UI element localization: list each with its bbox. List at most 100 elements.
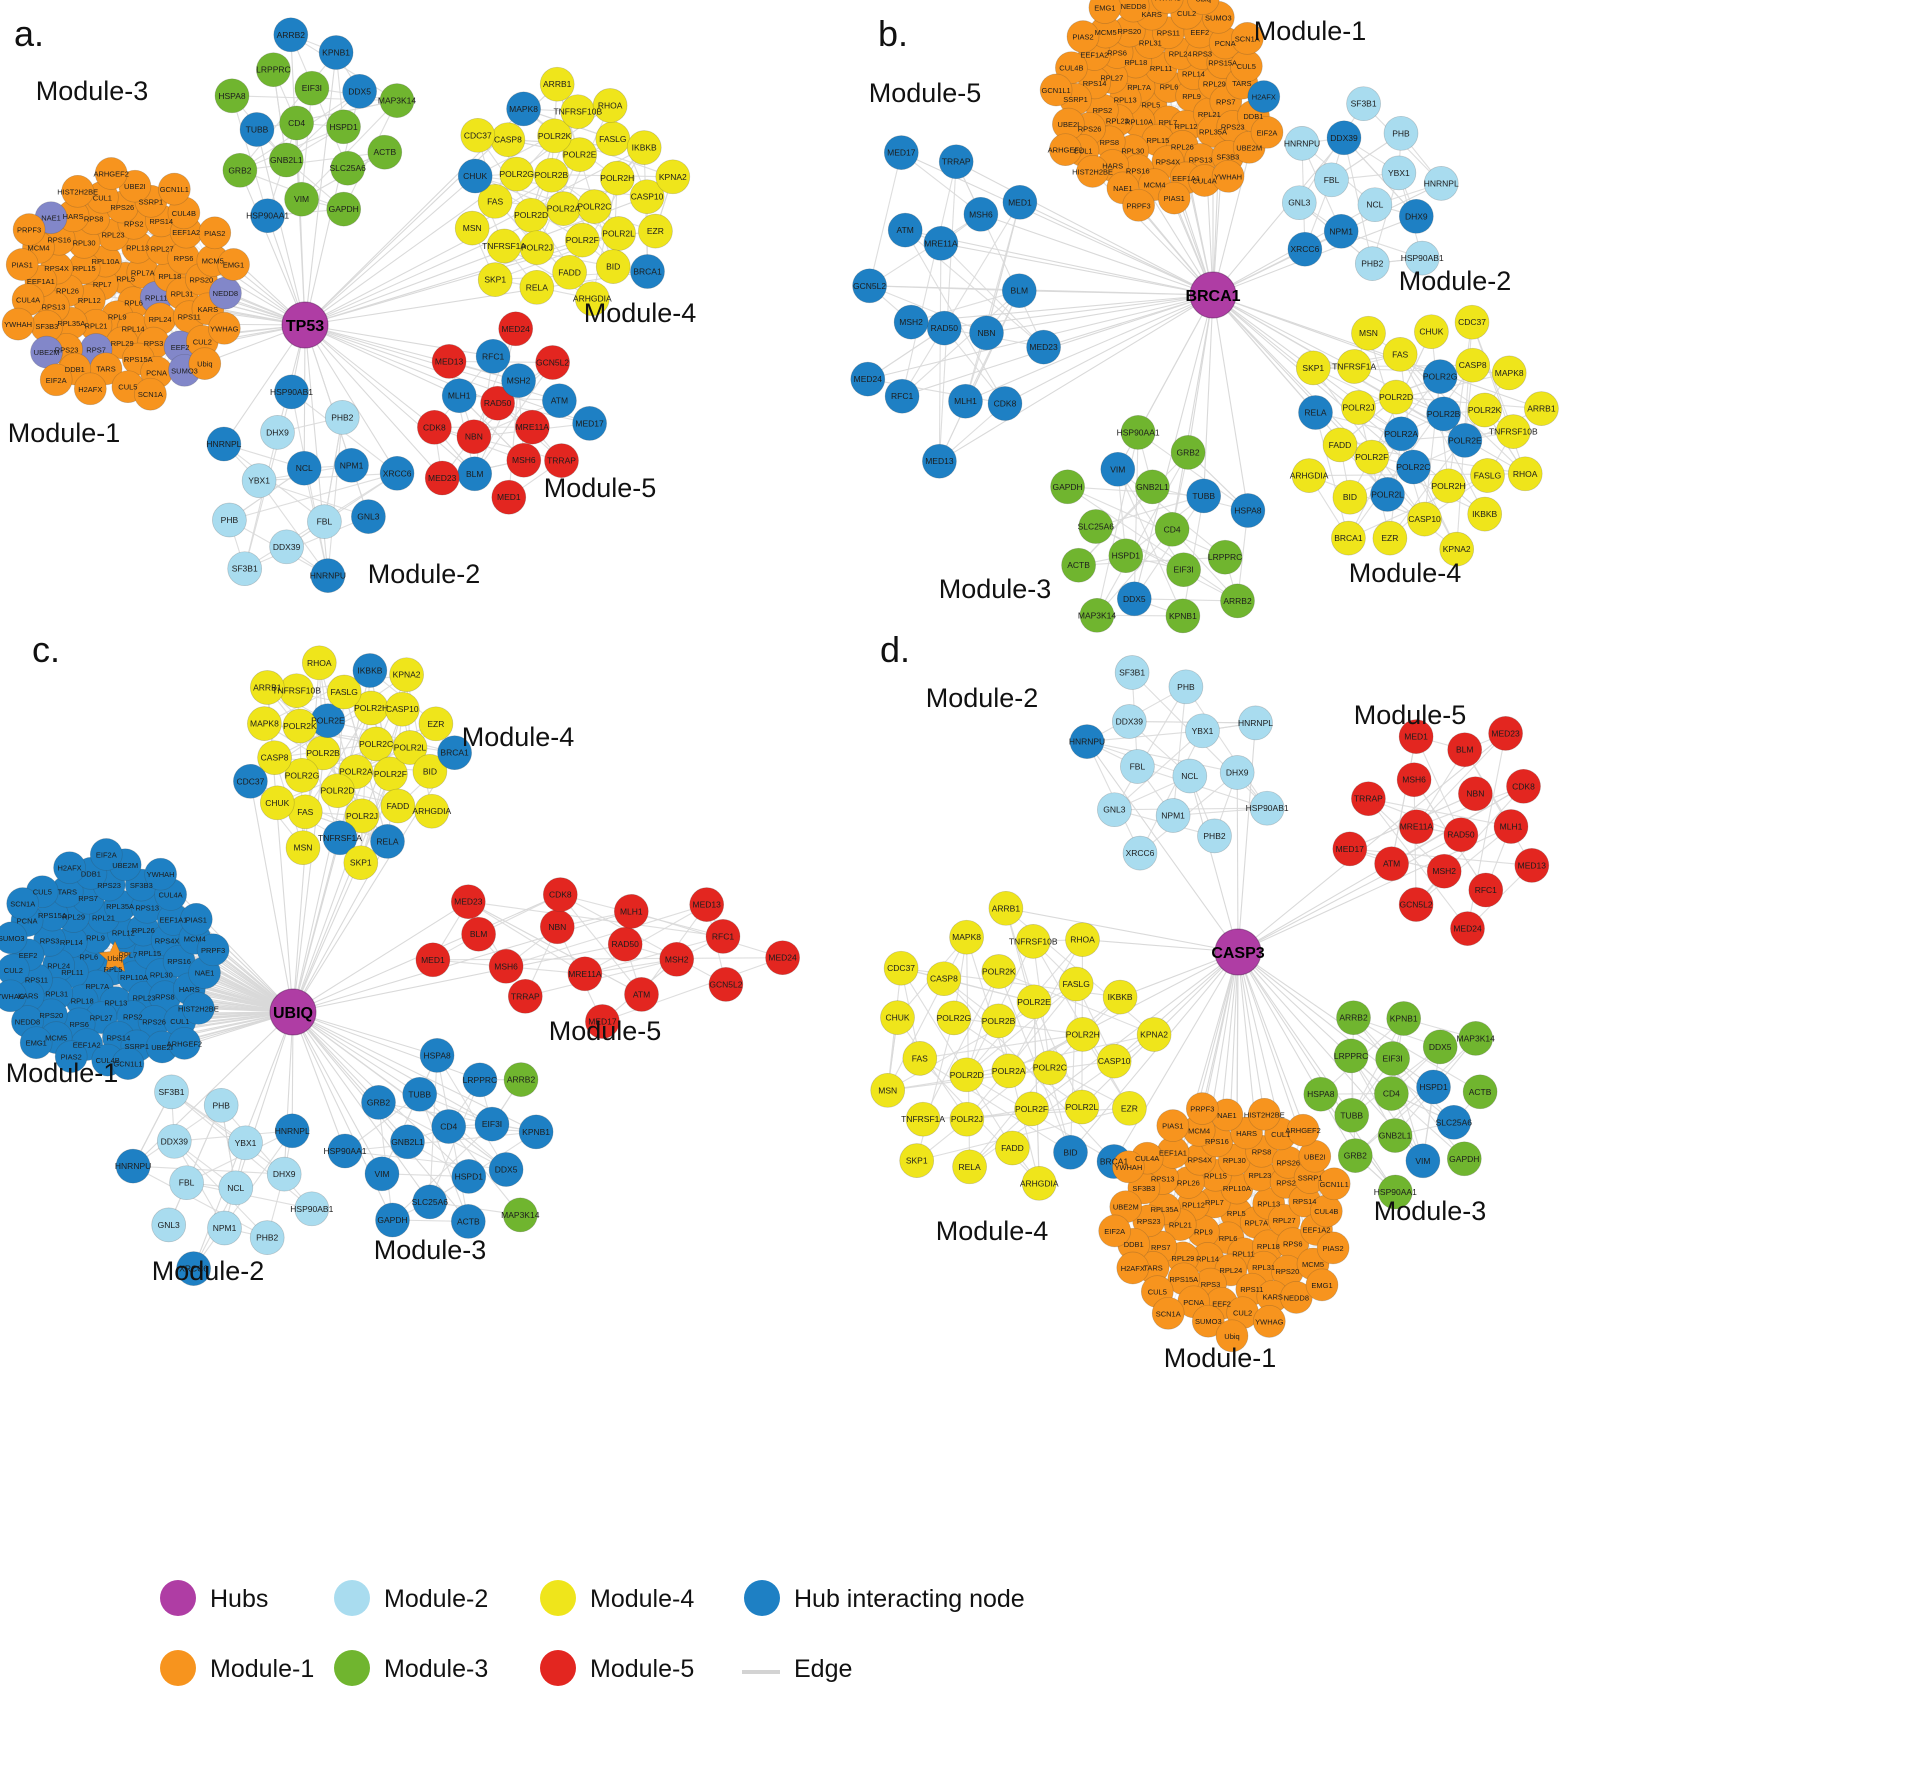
node-ARRB2[interactable] <box>273 17 309 53</box>
node-HSPA8[interactable] <box>1230 493 1266 528</box>
node-EIF2A[interactable] <box>1098 1214 1132 1248</box>
node-CASP10[interactable] <box>629 179 665 215</box>
node-ARHGEF2[interactable] <box>94 157 128 190</box>
node-EMG1[interactable] <box>1088 0 1122 24</box>
node-MSN[interactable] <box>870 1072 906 1108</box>
node-SF3B1[interactable] <box>1346 86 1381 122</box>
node-YWHAG[interactable] <box>207 311 241 345</box>
node-PRPF3[interactable] <box>1122 188 1155 222</box>
node-POLR2A[interactable] <box>991 1053 1027 1089</box>
node-CHUK[interactable] <box>259 785 295 821</box>
node-HSP90AA1[interactable] <box>250 198 285 234</box>
node-FAS[interactable] <box>902 1041 938 1076</box>
node-HSP90AA1[interactable] <box>1120 415 1156 450</box>
node-BLM[interactable] <box>1447 732 1483 768</box>
node-POLR2C[interactable] <box>577 189 612 224</box>
node-Ubiq[interactable] <box>1186 0 1220 16</box>
node-XRCC6[interactable] <box>379 455 415 491</box>
node-XRCC6[interactable] <box>1122 835 1158 871</box>
node-DHX9[interactable] <box>266 1156 302 1192</box>
node-ARHGEF2[interactable] <box>1286 1113 1320 1147</box>
node-ATM[interactable] <box>887 212 923 248</box>
node-EIF3I[interactable] <box>1375 1041 1410 1076</box>
node-RAD50[interactable] <box>926 310 962 346</box>
node-POLR2D[interactable] <box>320 773 355 809</box>
node-ARRB2[interactable] <box>1220 583 1255 619</box>
node-EIF3I[interactable] <box>1166 552 1201 588</box>
node-TUBB[interactable] <box>1186 478 1222 514</box>
node-LRPPRC[interactable] <box>1333 1038 1369 1074</box>
node-BLM[interactable] <box>461 916 496 952</box>
node-BID[interactable] <box>1332 479 1368 515</box>
node-POLR2G[interactable] <box>284 757 320 793</box>
node-RHOA[interactable] <box>592 88 628 123</box>
node-EMG1[interactable] <box>217 248 250 281</box>
node-NEDD8[interactable] <box>209 276 242 310</box>
node-ARRB2[interactable] <box>503 1062 539 1097</box>
node-CASP10[interactable] <box>384 691 420 727</box>
node-FADD[interactable] <box>380 788 416 824</box>
node-MAP3K14[interactable] <box>502 1197 538 1233</box>
node-POLR2K[interactable] <box>1467 392 1502 428</box>
node-GCN1L1[interactable] <box>1039 73 1073 107</box>
node-YWHAG[interactable] <box>1151 0 1184 15</box>
node-MSN[interactable] <box>454 210 490 246</box>
node-EMG1[interactable] <box>1305 1268 1339 1302</box>
node-BID[interactable] <box>595 249 631 284</box>
node-FADD[interactable] <box>995 1130 1030 1166</box>
node-VIM[interactable] <box>284 181 319 217</box>
node-MED13[interactable] <box>1514 848 1550 883</box>
node-KPNA2[interactable] <box>1439 531 1475 567</box>
node-NCL[interactable] <box>1357 187 1393 223</box>
node-SLC25A6[interactable] <box>330 150 366 186</box>
node-TNFRSF10B[interactable] <box>1495 414 1531 449</box>
node-RHOA[interactable] <box>1507 456 1543 492</box>
node-MED17[interactable] <box>1332 831 1368 867</box>
node-GCN5L2[interactable] <box>1398 887 1434 922</box>
node-CHUK[interactable] <box>880 1000 915 1035</box>
node-MSH6[interactable] <box>506 442 542 478</box>
node-CDK8[interactable] <box>417 409 452 445</box>
node-POLR2F[interactable] <box>1014 1091 1049 1127</box>
node-POLR2D[interactable] <box>949 1057 985 1093</box>
node-GCN5L2[interactable] <box>708 967 744 1002</box>
node-BLM[interactable] <box>1001 273 1037 309</box>
node-ARHGEF2[interactable] <box>1049 133 1082 167</box>
node-IKBKB[interactable] <box>1102 979 1138 1015</box>
node-H2AFX[interactable] <box>1116 1251 1150 1285</box>
node-IKBKB[interactable] <box>352 653 388 688</box>
node-EIF3I[interactable] <box>474 1106 510 1142</box>
node-H2AFX[interactable] <box>73 372 107 406</box>
node-RFC1[interactable] <box>705 919 741 954</box>
node-GAPDH[interactable] <box>326 191 362 227</box>
node-POLR2B[interactable] <box>1426 396 1461 432</box>
node-Ubiq[interactable] <box>188 347 222 380</box>
node-BLM[interactable] <box>457 456 493 492</box>
node-CD4[interactable] <box>1374 1076 1409 1111</box>
node-MED1[interactable] <box>415 942 451 978</box>
node-PHB[interactable] <box>1168 669 1204 705</box>
node-CHUK[interactable] <box>457 158 493 194</box>
node-HSPD1[interactable] <box>1108 538 1144 574</box>
node-GNL3[interactable] <box>1281 185 1317 221</box>
node-FADD[interactable] <box>552 254 587 290</box>
node-GCN1L1[interactable] <box>1317 1167 1351 1201</box>
node-HNRNPU[interactable] <box>1284 126 1320 161</box>
node-CDC37[interactable] <box>233 763 268 799</box>
node-DHX9[interactable] <box>260 415 295 450</box>
node-KPNB1[interactable] <box>318 35 354 70</box>
node-PIAS2[interactable] <box>1066 20 1100 53</box>
node-NBN[interactable] <box>969 315 1004 351</box>
node-GRB2[interactable] <box>1337 1138 1373 1173</box>
node-HSPA8[interactable] <box>214 78 250 114</box>
node-GCN5L2[interactable] <box>852 268 887 304</box>
node-CUL5[interactable] <box>1229 49 1263 83</box>
node-POLR2K[interactable] <box>981 954 1017 989</box>
node-MSH6[interactable] <box>1396 762 1432 798</box>
node-PHB2[interactable] <box>324 400 360 435</box>
node-SCN1A[interactable] <box>1230 22 1264 55</box>
node-POLR2B[interactable] <box>981 1003 1016 1039</box>
node-SLC25A6[interactable] <box>412 1184 448 1220</box>
node-TNFRSF1A[interactable] <box>486 228 522 264</box>
node-CASP8[interactable] <box>490 122 526 158</box>
